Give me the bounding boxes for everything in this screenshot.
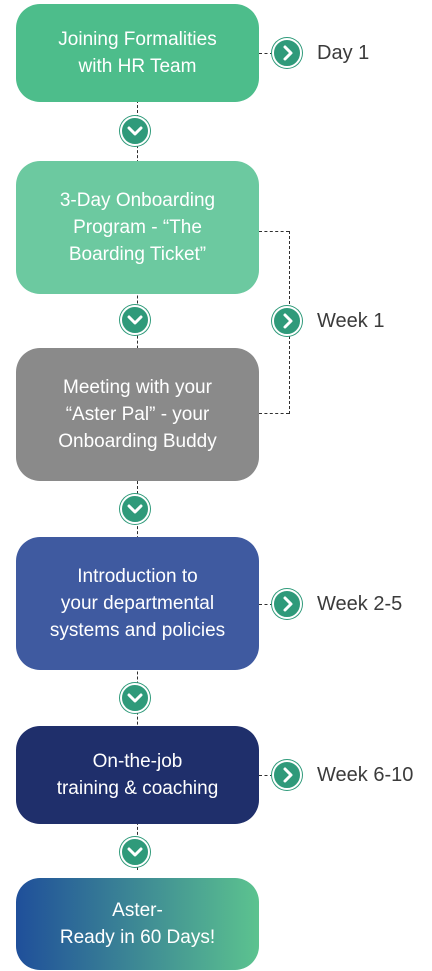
step-label: Meeting with your “Aster Pal” - your Onb… xyxy=(58,377,217,452)
step-aster-ready: Aster- Ready in 60 Days! xyxy=(16,878,259,970)
timing-week-1: Week 1 xyxy=(317,310,385,332)
chevron-down-icon xyxy=(120,494,150,524)
step-departmental-introduction: Introduction to your departmental system… xyxy=(16,537,259,670)
play-right-icon xyxy=(272,589,302,619)
flow-connector-line xyxy=(137,100,138,870)
chevron-down-icon xyxy=(120,837,150,867)
step-label: Aster- Ready in 60 Days! xyxy=(59,900,216,948)
play-right-icon xyxy=(272,760,302,790)
timing-week-6-10: Week 6-10 xyxy=(317,764,414,786)
step-label: Introduction to your departmental system… xyxy=(49,566,226,641)
chevron-down-icon xyxy=(120,683,150,713)
timing-connector xyxy=(259,775,273,776)
step-label: On-the-job training & coaching xyxy=(56,751,219,799)
bracket-top xyxy=(259,231,289,232)
timing-connector xyxy=(259,53,273,54)
timing-week-2-5: Week 2-5 xyxy=(317,593,403,615)
play-right-icon xyxy=(272,306,302,336)
bracket-bottom xyxy=(259,413,289,414)
step-on-the-job-training: On-the-job training & coaching xyxy=(16,726,259,824)
step-onboarding-program: 3-Day Onboarding Program - “The Boarding… xyxy=(16,161,259,294)
step-label: 3-Day Onboarding Program - “The Boarding… xyxy=(59,190,216,265)
step-label: Joining Formalities with HR Team xyxy=(58,29,217,77)
chevron-down-icon xyxy=(120,305,150,335)
chevron-down-icon xyxy=(120,116,150,146)
timing-day-1: Day 1 xyxy=(317,42,370,64)
timing-connector xyxy=(259,604,273,605)
play-right-icon xyxy=(272,38,302,68)
step-aster-pal-meeting: Meeting with your “Aster Pal” - your Onb… xyxy=(16,348,259,481)
step-joining-formalities: Joining Formalities with HR Team xyxy=(16,4,259,102)
